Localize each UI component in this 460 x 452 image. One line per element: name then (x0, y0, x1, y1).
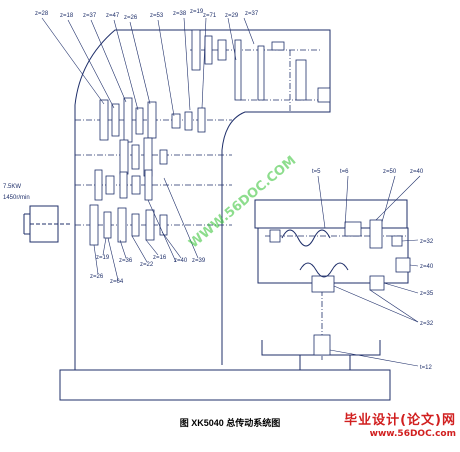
part-label: z=19 (96, 255, 110, 261)
part-label: z=37 (83, 13, 97, 19)
lead-screws (281, 229, 349, 278)
part-label: z=40 (174, 258, 188, 264)
part-label: z=40 (420, 264, 434, 270)
brand-url: www.56DOC.com (369, 429, 456, 439)
part-label: z=38 (173, 11, 187, 17)
part-label: z=47 (106, 13, 120, 19)
part-label: z=29 (225, 13, 239, 19)
motor-speed-label: 1450r/min (3, 195, 30, 201)
part-label: z=22 (140, 262, 154, 268)
part-label: z=19 (190, 9, 204, 15)
part-label: z=32 (420, 321, 434, 327)
part-label: z=39 (192, 258, 206, 264)
leader-lines (41, 17, 421, 367)
diagram-caption: 图 XK5040 总传动系统图 (179, 418, 281, 428)
part-label: z=35 (420, 291, 434, 297)
part-label: z=40 (410, 169, 424, 175)
gear-stacks (89, 29, 411, 356)
part-label: z=71 (203, 13, 217, 19)
motor (23, 205, 70, 243)
part-label: z=16 (153, 255, 167, 261)
part-label: z=26 (124, 15, 138, 21)
part-label: t=5 (312, 169, 321, 175)
part-label: z=50 (383, 169, 397, 175)
brand-name: 毕业设计(论文)网 (344, 413, 456, 428)
part-label: z=28 (35, 11, 49, 17)
part-label: t=12 (420, 365, 433, 371)
part-label: z=37 (245, 11, 259, 17)
part-label: z=53 (150, 13, 164, 19)
part-label: z=32 (420, 239, 434, 245)
part-label: z=26 (90, 274, 104, 280)
motor-power-label: 7.5KW (3, 184, 21, 190)
part-label: z=18 (60, 13, 74, 19)
brand-watermark: 毕业设计(论文)网 www.56DOC.com (320, 409, 456, 439)
part-labels: z=28 z=18 z=37 z=47 z=26 z=53 z=38 z=19 … (35, 9, 434, 371)
part-label: t=6 (340, 169, 349, 175)
part-label: z=36 (119, 258, 133, 264)
part-label: z=64 (110, 279, 124, 285)
